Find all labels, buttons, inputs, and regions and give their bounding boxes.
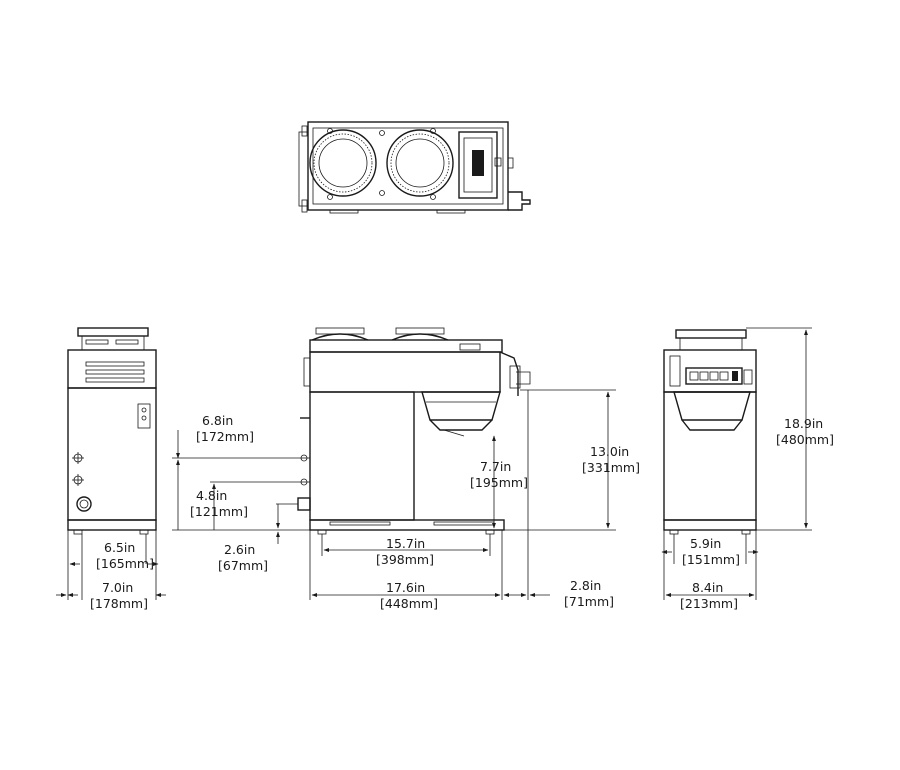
- dim-side-depth-base-metric: [165mm]: [96, 556, 154, 571]
- dim-funnel-height-metric: [195mm]: [470, 475, 528, 490]
- dim-front-base-width-imperial: 5.9in: [690, 536, 721, 551]
- dimension-lines: [56, 327, 812, 600]
- dim-faucet-lower-metric: [121mm]: [190, 504, 248, 519]
- dim-decanter-clearance-imperial: 13.0in: [590, 444, 629, 459]
- dim-front-overall-width-imperial: 8.4in: [692, 580, 723, 595]
- dim-front-overall-width-metric: [213mm]: [680, 596, 738, 611]
- front-view: [663, 329, 757, 535]
- dim-overall-height-metric: [480mm]: [776, 432, 834, 447]
- dim-overall-height-imperial: 18.9in: [784, 416, 823, 431]
- dim-front-base-width-metric: [151mm]: [682, 552, 740, 567]
- dimension-labels: 6.5in [165mm] 7.0in [178mm] 6.8in [172mm…: [90, 413, 834, 611]
- dim-warmer-spacing-metric: [398mm]: [376, 552, 434, 567]
- dim-funnel-offset-imperial: 2.8in: [570, 578, 601, 593]
- dim-faucet-lower-imperial: 4.8in: [196, 488, 227, 503]
- center-side-view: [297, 327, 531, 535]
- dim-faucet-bottom-imperial: 2.6in: [224, 542, 255, 557]
- dim-overall-width-metric: [448mm]: [380, 596, 438, 611]
- dim-decanter-clearance-metric: [331mm]: [582, 460, 640, 475]
- left-side-view: [67, 327, 157, 535]
- dim-warmer-spacing-imperial: 15.7in: [386, 536, 425, 551]
- dim-side-depth-overall-imperial: 7.0in: [102, 580, 133, 595]
- dim-faucet-upper-metric: [172mm]: [196, 429, 254, 444]
- dim-funnel-height-imperial: 7.7in: [480, 459, 511, 474]
- dim-faucet-bottom-metric: [67mm]: [218, 558, 268, 573]
- dim-side-depth-overall-metric: [178mm]: [90, 596, 148, 611]
- dim-side-depth-base-imperial: 6.5in: [104, 540, 135, 555]
- top-view: [298, 121, 531, 214]
- dim-overall-width-imperial: 17.6in: [386, 580, 425, 595]
- dim-funnel-offset-metric: [71mm]: [564, 594, 614, 609]
- dim-faucet-upper-imperial: 6.8in: [202, 413, 233, 428]
